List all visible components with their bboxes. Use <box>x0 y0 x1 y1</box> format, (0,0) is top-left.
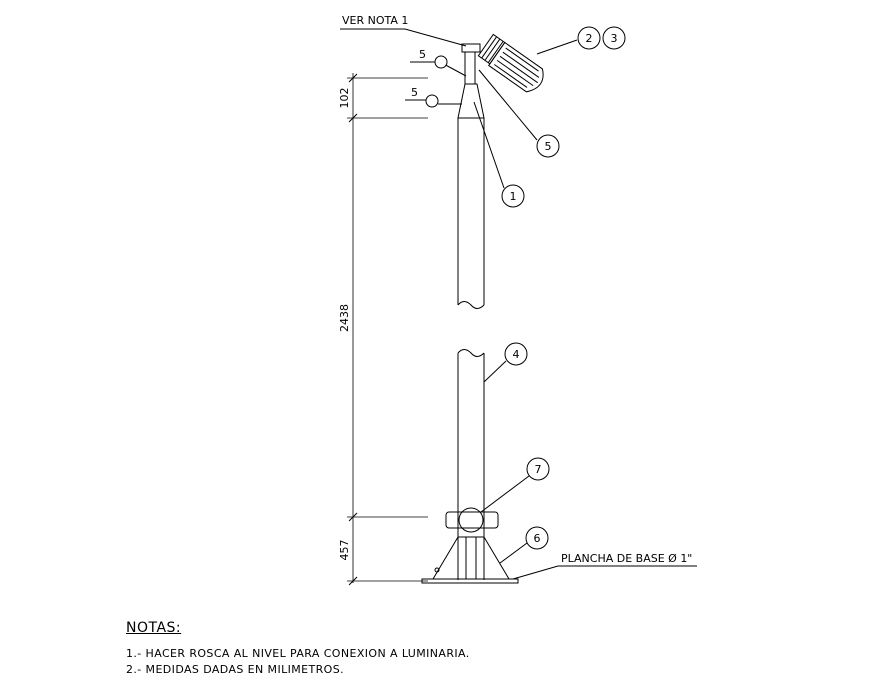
ver-nota-label: VER NOTA 1 <box>342 14 408 27</box>
notes-section: NOTAS: 1.- HACER ROSCA AL NIVEL PARA CON… <box>126 620 470 678</box>
luminaire <box>477 33 544 93</box>
marker-circle-lower <box>425 94 439 108</box>
balloon-7-number: 7 <box>535 463 542 476</box>
balloon-2: 2 <box>577 26 601 50</box>
balloon-6: 6 <box>525 526 549 550</box>
note-item-2: 2.- MEDIDAS DADAS EN MILIMETROS. <box>126 663 345 676</box>
notes-title: NOTAS: <box>126 620 182 636</box>
lower-pole <box>421 349 519 584</box>
dimension-bottom: 457 <box>338 540 351 561</box>
marker-circle-upper <box>434 55 448 69</box>
balloon-6-number: 6 <box>534 532 541 545</box>
balloon-3-number: 3 <box>611 32 618 45</box>
dimension-lines <box>347 73 428 586</box>
mark-5-lower: 5 <box>411 86 418 99</box>
upper-pole <box>457 43 485 309</box>
balloon-5: 5 <box>536 134 560 158</box>
balloon-5-number: 5 <box>545 140 552 153</box>
note-item-1: 1.- HACER ROSCA AL NIVEL PARA CONEXION A… <box>126 647 470 660</box>
plancha-label: PLANCHA DE BASE Ø 1" <box>561 552 692 565</box>
balloon-7: 7 <box>526 457 550 481</box>
balloon-4-number: 4 <box>513 348 520 361</box>
balloon-1: 1 <box>501 184 525 208</box>
dimension-middle: 2438 <box>338 304 351 332</box>
balloon-1-number: 1 <box>510 190 517 203</box>
leader-lines <box>340 28 697 580</box>
balloon-2-number: 2 <box>586 32 593 45</box>
balloon-4: 4 <box>504 342 528 366</box>
mark-5-upper: 5 <box>419 48 426 61</box>
dimension-top: 102 <box>338 88 351 109</box>
balloon-3: 3 <box>602 26 626 50</box>
